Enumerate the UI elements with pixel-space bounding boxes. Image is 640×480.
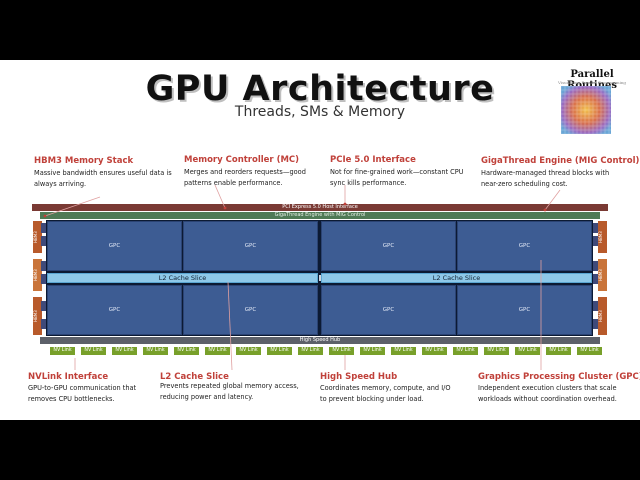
callout-pcie-desc: Not for fine-grained work—constant CPU s… [330, 168, 464, 187]
callout-gigathread-title: GigaThread Engine (MIG Control) [481, 156, 640, 166]
callout-nvlink-desc: GPU-to-GPU communication that removes CP… [28, 384, 137, 403]
callout-hbm3-title: HBM3 Memory Stack [34, 156, 134, 166]
callout-mc-desc: Merges and reorders requests—good patter… [184, 168, 306, 187]
gpc-block: GPC [457, 285, 592, 335]
memory-controller [41, 236, 46, 246]
callout-l2-title: L2 Cache Slice [160, 372, 229, 382]
memory-controller [593, 223, 598, 233]
nvlink-port: NV Link [50, 347, 75, 355]
gpc-block: GPC [183, 285, 318, 335]
callout-gpc-desc: Independent execution clusters that scal… [478, 384, 617, 403]
nvlink-port: NV Link [484, 347, 509, 355]
nvlink-port: NV Link [267, 347, 292, 355]
memory-controller [41, 274, 46, 284]
brand-logo-icon [561, 86, 611, 134]
nvlink-port: NV Link [205, 347, 230, 355]
gpc-block: GPC [321, 221, 456, 271]
memory-controller [593, 236, 598, 246]
nvlink-port: NV Link [143, 347, 168, 355]
high-speed-hub-bar: High Speed Hub [40, 337, 600, 344]
nvlink-port: NV Link [422, 347, 447, 355]
nvlink-port: NV Link [174, 347, 199, 355]
callout-nvlink-title: NVLink Interface [28, 372, 109, 382]
nvlink-port: NV Link [546, 347, 571, 355]
memory-controller [593, 319, 598, 329]
callout-hub-desc: Coordinates memory, compute, and I/O to … [320, 384, 451, 403]
slide: GPU Architecture Threads, SMs & Memory P… [0, 60, 640, 420]
page-title: GPU Architecture [145, 69, 495, 109]
nvlink-port: NV Link [112, 347, 137, 355]
nvlink-port: NV Link [577, 347, 602, 355]
memory-controller [593, 301, 598, 311]
callout-gigathread-desc: Hardware-managed thread blocks with near… [481, 169, 610, 188]
gigathread-engine-bar: GigaThread Engine with MIG Control [40, 212, 600, 219]
nvlink-port: NV Link [515, 347, 540, 355]
callout-l2-desc: Prevents repeated global memory access, … [160, 382, 299, 401]
nvlink-port: NV Link [81, 347, 106, 355]
gpc-block: GPC [47, 285, 182, 335]
memory-controller [41, 223, 46, 233]
callout-hub-title: High Speed Hub [320, 372, 398, 382]
memory-controller [41, 301, 46, 311]
pcie-host-interface: PCI Express 5.0 Host Interface [32, 204, 608, 211]
gpc-block: GPC [183, 221, 318, 271]
nvlink-port: NV Link [298, 347, 323, 355]
crossbar-link [319, 275, 321, 281]
brand-title: Parallel Routines [567, 69, 617, 91]
callout-mc-title: Memory Controller (MC) [184, 155, 300, 165]
memory-controller [41, 319, 46, 329]
memory-controller [593, 274, 598, 284]
nvlink-port: NV Link [329, 347, 354, 355]
nvlink-port: NV Link [236, 347, 261, 355]
page-subtitle: Threads, SMs & Memory [234, 104, 406, 120]
callout-gpc-title: Graphics Processing Cluster (GPC) [478, 372, 640, 382]
nvlink-port: NV Link [391, 347, 416, 355]
nvlink-port: NV Link [453, 347, 478, 355]
gpc-block: GPC [321, 285, 456, 335]
memory-controller [41, 261, 46, 271]
gpc-block: GPC [457, 221, 592, 271]
memory-controller [593, 261, 598, 271]
callout-pcie-title: PCIe 5.0 Interface [330, 155, 416, 165]
gpc-block: GPC [47, 221, 182, 271]
l2-cache-slice: L2 Cache Slice [47, 273, 318, 283]
callout-hbm3-desc: Massive bandwidth ensures useful data is… [34, 169, 172, 188]
nvlink-port: NV Link [360, 347, 385, 355]
gpc-array: GPC GPC GPC GPC L2 Cache Slice L2 Cache … [46, 220, 593, 336]
callout-connector-lines [43, 184, 561, 371]
brand-tagline: Visualizing Parallel Programming [557, 80, 626, 85]
l2-cache-slice: L2 Cache Slice [321, 273, 592, 283]
